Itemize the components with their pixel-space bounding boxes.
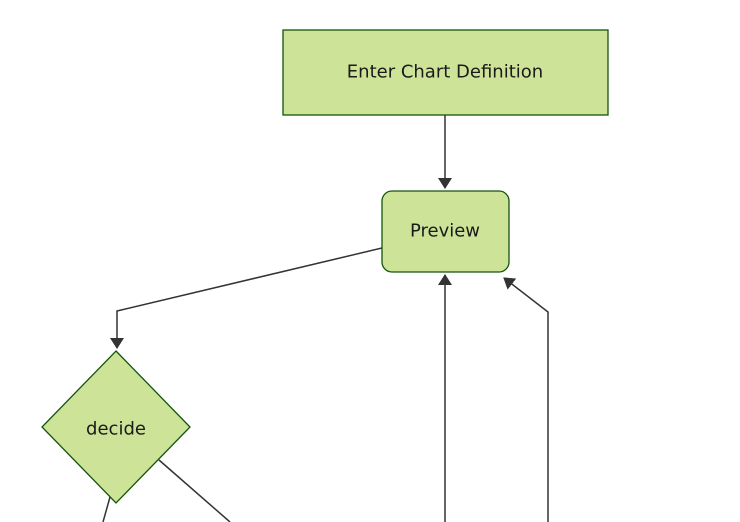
node-label-decide: decide: [86, 419, 146, 440]
node-decide: decide: [41, 350, 191, 504]
node-label-enter-chart-definition: Enter Chart Definition: [347, 62, 543, 83]
nodes-layer: Enter Chart Definition Preview decide: [41, 29, 609, 504]
edge-offscreen-to-preview-corner: [503, 277, 549, 522]
edge-decide-to-offscreen-left: [102, 496, 111, 522]
node-enter-chart-definition: Enter Chart Definition: [282, 29, 609, 116]
edges-layer: [102, 115, 549, 522]
edge-preview-to-decide: [110, 247, 383, 349]
rounded-rectangle-shape: [381, 190, 510, 273]
diamond-shape: [41, 350, 191, 504]
rectangle-shape: [282, 29, 609, 116]
node-label-preview: Preview: [410, 221, 480, 242]
node-preview: Preview: [381, 190, 510, 273]
edge-decide-to-offscreen-right: [158, 459, 231, 522]
